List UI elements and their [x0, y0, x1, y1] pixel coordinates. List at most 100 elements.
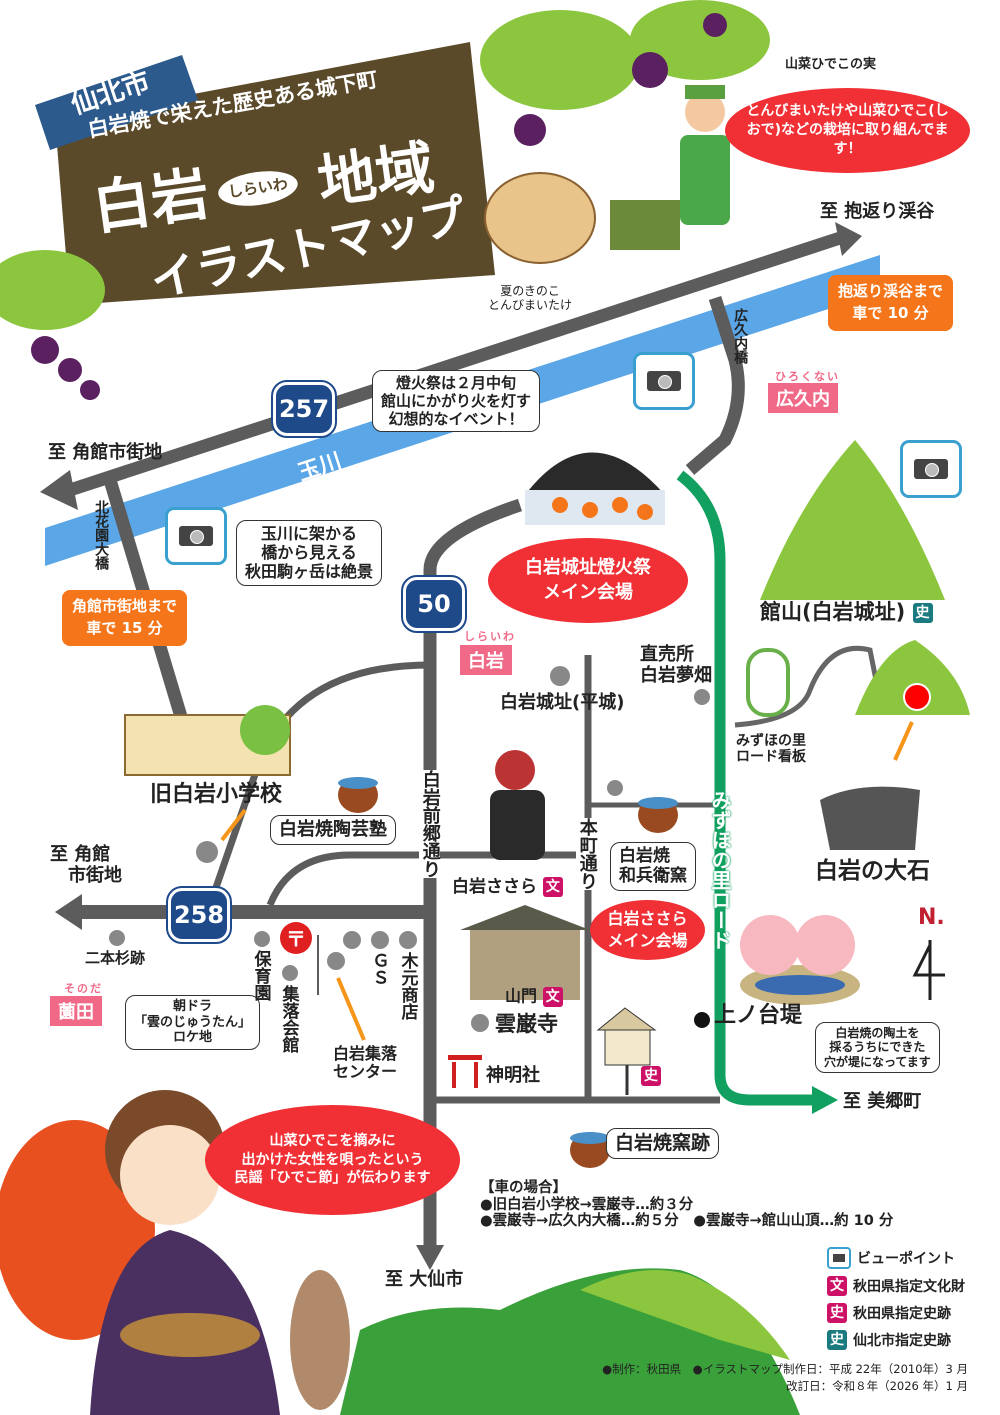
dot-old-school [196, 841, 218, 863]
car-time-line-1: ●旧白岩小学校→雲巌寺…約３分 [480, 1196, 694, 1213]
kimoto-label: 木元商店 [397, 952, 418, 1020]
sasara-main-bubble: 白岩ささら メイン会場 [590, 900, 705, 960]
mizuho-signboard [746, 648, 790, 717]
credits-line-1: ●制作：秋田県 ●イラストマップ制作日：平成 22年（2010年）3 月 [602, 1362, 968, 1376]
dot-hoikuen [254, 931, 270, 947]
mushroom-label: 夏のきのこ とんびまいたけ [488, 284, 573, 312]
viewpoint-camera-icon-hokkaen[interactable] [165, 507, 227, 565]
castle-flat-label: 白岩城址(平城) [500, 692, 625, 713]
mizuho-road-line [676, 470, 815, 1106]
legend: ビューポイント 文秋田県指定文化財 史秋田県指定史跡 史仙北市指定史跡 [827, 1247, 965, 1357]
to-kakunodate-top: 至 角館市街地 [48, 442, 163, 463]
dot-shuraku-kaikan [282, 965, 298, 981]
credits-line-2: 改訂日：令和８年（2026 年）1 月 [786, 1379, 968, 1394]
dot-pottery-school [343, 931, 361, 949]
oishi-arrow [893, 721, 914, 761]
mizuho-road-label: みずほの里ロード [708, 790, 732, 950]
hirokunai-bridge-label: 広久内橋 [732, 308, 749, 364]
dot-castle-flat [550, 666, 570, 686]
center-label: 白岩集落 センター [333, 1044, 398, 1082]
tateyama-text: 館山(白岩城址) [760, 600, 906, 624]
dot-nihonsugi [109, 930, 125, 946]
arrow-to-kakunodate-mid [55, 894, 82, 930]
fire-festival-illustration [525, 452, 665, 525]
tamagawa-view-note: 玉川に架かる 橋から見える 秋田駒ヶ岳は絶景 [236, 520, 383, 586]
hideko-song-text: 山菜ひでこを摘みに 出かけた女性を唄ったという 民謡「ひでこ節」が伝わります [234, 1132, 431, 1187]
hideko-berries-decoration [0, 0, 770, 400]
hideko-song-bubble: 山菜ひでこを摘みに 出かけた女性を唄ったという 民謡「ひでこ節」が伝わります [205, 1105, 460, 1215]
north-label: N. [918, 905, 945, 930]
sasara-label: 白岩ささら 文 [452, 877, 563, 898]
city-tag [35, 55, 198, 150]
legend-label: 秋田県指定文化財 [853, 1279, 965, 1295]
pond-note: 白岩焼の陶土を 採るうちにできた 穴が堤になってます [815, 1022, 940, 1074]
hoikuen-label: 保育園 [250, 950, 271, 1001]
fire-festival-note: 燈火祭は２月中旬 館山にかがり火を灯す 幻想的なイベント！ [372, 370, 541, 432]
bun-badge-icon: 文 [827, 1276, 847, 1296]
oishi-rock [820, 786, 920, 850]
to-daisen: 至 大仙市 [385, 1269, 464, 1290]
place-dots [109, 666, 710, 1032]
farmer-bubble-text: とんびまいたけや山菜ひでこ(しおで)などの栽培に取り組んでます！ [746, 103, 949, 157]
gs-label: ＧＳ [368, 952, 389, 986]
historic-site-badge-kiln: 史 [641, 1066, 661, 1086]
tree-school [240, 705, 290, 755]
to-dakigaeri: 至 抱返り渓谷 [820, 201, 935, 222]
shinmeisha-label: 神明社 [486, 1065, 540, 1086]
hideko-fruit-label: 山菜ひでこの実 [785, 57, 877, 72]
route-258-shield: 258 [166, 886, 232, 944]
kiln-site-label: 白岩焼窯跡 [606, 1128, 720, 1159]
honmachi-road-label: 本町通り [576, 818, 598, 890]
wahee-kiln-label: 白岩焼 和兵衛窯 [610, 842, 696, 891]
arrow-to-kakunodate-top [40, 470, 78, 510]
kiln-site-signboard [596, 1007, 657, 1095]
mountain-light [580, 1270, 790, 1360]
route-50-shield: 50 [401, 575, 467, 633]
legend-label: ビューポイント [857, 1251, 955, 1267]
dot-wahee [607, 780, 623, 796]
camera-icon [827, 1247, 851, 1269]
unganji-label: 雲巌寺 [495, 1012, 558, 1036]
sonoda-area: 薗田 [50, 996, 102, 1026]
sanmon-text: 山門 [505, 986, 538, 1006]
sanmon-label: 山門 文 [505, 987, 563, 1007]
summit-marker [903, 683, 931, 711]
kamino-dai-pond-illustration [740, 915, 860, 1005]
tateyama-hill [760, 440, 945, 600]
car-time-line-2: ●雲巌寺→広久内大橋…約５分 ●雲巌寺→館山山頂…約 10 分 [480, 1213, 894, 1230]
sasara-main-text: 白岩ささら メイン会場 [607, 909, 688, 950]
pottery-icon-kiln [570, 1132, 610, 1168]
asadora-note: 朝ドラ 「雲のじゅうたん」 ロケ地 [125, 995, 261, 1050]
farmer-bubble: とんびまいたけや山菜ひでこ(しおで)などの栽培に取り組んでます！ [725, 88, 970, 173]
city-shi-badge-icon: 史 [827, 1330, 847, 1350]
old-school-label: 旧白岩小学校 [150, 782, 283, 807]
north-arrow-icon [912, 940, 945, 1000]
arrow-center [336, 977, 366, 1041]
credits: ●制作：秋田県 ●イラストマップ制作日：平成 22年（2010年）3 月 改訂日… [602, 1361, 968, 1396]
torii-icon [448, 1055, 482, 1088]
route-50-road [423, 498, 523, 1250]
nihonsugi-label: 二本杉跡 [85, 949, 146, 967]
arrow-to-daisen [416, 1245, 444, 1270]
to-kakunodate-mid: 至 角館 市街地 [50, 844, 122, 886]
dot-chokubaijo [694, 689, 710, 705]
car-times-heading: 【車の場合】 [480, 1180, 567, 1196]
tateyama-label: 館山(白岩城址) 史 [760, 600, 933, 624]
tateyama-path [734, 645, 883, 728]
legend-viewpoint: ビューポイント [827, 1247, 965, 1269]
main-road-north [67, 231, 843, 497]
legend-label: 仙北市指定史跡 [853, 1333, 951, 1349]
chokubaijo-label: 直売所 白岩夢畑 [640, 644, 712, 686]
viewpoint-camera-icon-hirokunai[interactable] [633, 352, 695, 410]
route-257-shield: 257 [271, 380, 337, 438]
dot-center [327, 952, 345, 970]
viewpoint-camera-icon-tateyama[interactable] [900, 440, 962, 498]
castle-hill-small [855, 640, 970, 715]
city-historic-site-badge: 史 [912, 603, 933, 623]
arrow-old-school [220, 808, 247, 842]
dot-kamino-dai [694, 1012, 710, 1028]
hokkaen-bridge-label: 北花園大橋 [93, 500, 110, 570]
mushroom-illustration [484, 172, 596, 264]
hirokunai-ruby: ひろくない [775, 370, 840, 383]
pottery-icon [338, 777, 378, 813]
